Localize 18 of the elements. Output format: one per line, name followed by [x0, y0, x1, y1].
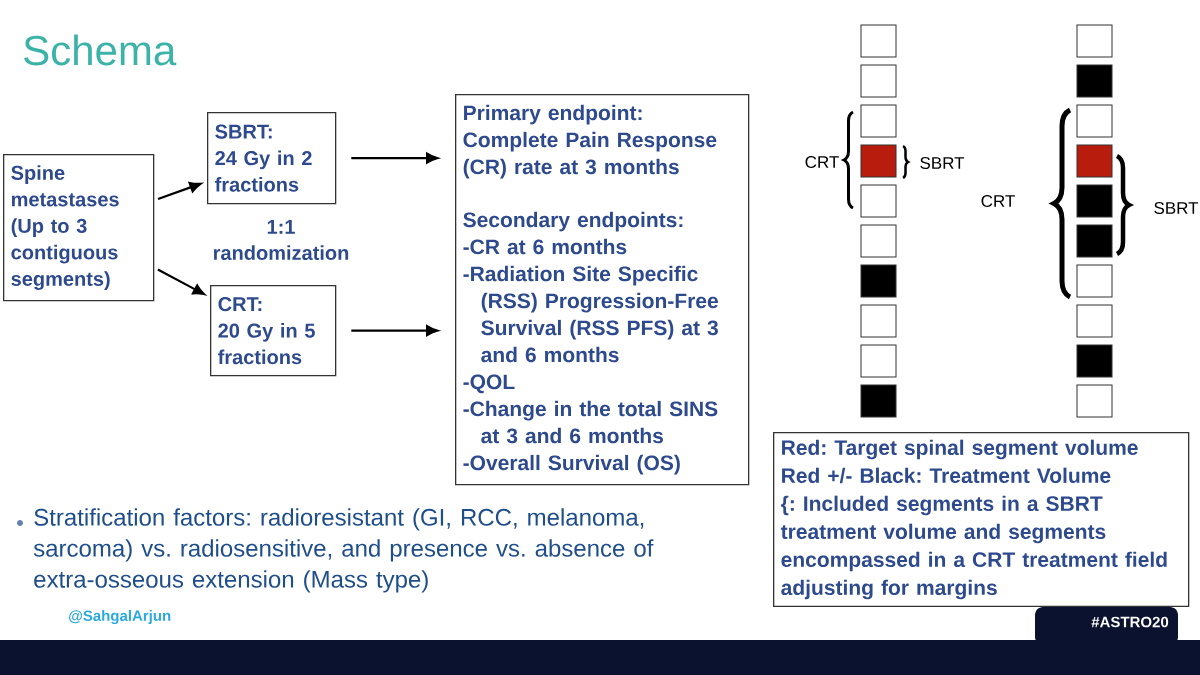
arrow [351, 325, 439, 337]
randomization-text: 1:1 randomization [214, 220, 349, 260]
brace-label: CRT [805, 156, 839, 169]
title: Schema [24, 34, 177, 66]
social-handle: @SahgalArjun [69, 610, 171, 625]
process-box: Spine metastases (Up to 3 contiguous segments) [3, 154, 155, 302]
bullet-text: Stratification factors: radioresistant (GI, RCC, melanoma, sarcoma) vs. radiosensitive, and presence vs. absence of extra-osseous extension (Mass type) [33, 508, 654, 593]
brace-label: SBRT [1154, 202, 1199, 215]
arrow [351, 152, 439, 164]
brace-label: CRT [981, 195, 1015, 208]
process-box: SBRT: 24 Gy in 2 fractions [207, 112, 337, 205]
process-box: CRT: 20 Gy in 5 fractions [210, 285, 337, 377]
endpoints-box: Primary endpoint: Complete Pain Response (CR) rate at 3 months Secondary endpoints: -CR at 6 months -Radiation Site Specific (RSS) Progression-Free Survival (RSS PFS) at 3 and 6 months -QOL -Change in the total SINS at 3 and 6 months -Overall Survival (OS) [455, 94, 750, 486]
hashtag-badge: #ASTRO20 [1035, 607, 1178, 645]
arrow [157, 181, 202, 201]
legend-box: Red: Target spinal segment volume Red +/- Black: Treatment Volume {: Included segments in a SBRT treatment volume and segments encompassed in a CRT treatment field adjusting for margins [773, 432, 1190, 607]
arrow [157, 268, 205, 296]
brace-label: SBRT [920, 157, 965, 170]
